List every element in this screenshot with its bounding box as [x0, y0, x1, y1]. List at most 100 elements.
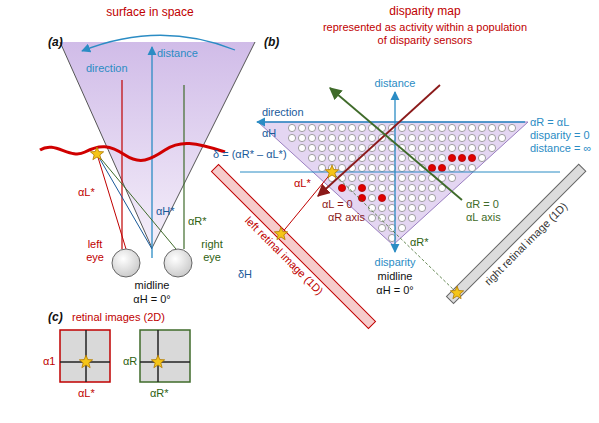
disparity-sensor — [378, 184, 385, 191]
disparity-sensor — [428, 164, 435, 171]
disparity-sensor — [428, 154, 435, 161]
panel-title: retinal images (2D) — [72, 311, 165, 324]
disparity-sensor — [438, 164, 445, 171]
angle-label: αL* — [78, 186, 95, 199]
disparity-sensor — [478, 144, 485, 151]
angle-label: α1 — [43, 355, 55, 368]
disparity-sensor — [308, 144, 315, 151]
disparity-sensor — [318, 144, 325, 151]
disparity-sensor — [488, 134, 495, 141]
disparity-sensor — [468, 134, 475, 141]
axis-label: direction — [86, 62, 128, 75]
disparity-sensor — [398, 204, 405, 211]
disparity-sensor — [458, 134, 465, 141]
angle-label: αR* — [410, 236, 429, 249]
disparity-sensor — [378, 224, 385, 231]
disparity-sensor — [288, 124, 295, 131]
disparity-sensor — [328, 124, 335, 131]
disparity-sensor — [448, 134, 455, 141]
wedge-edge — [60, 42, 152, 248]
angle-label: αR — [123, 355, 137, 368]
disparity-sensor — [308, 124, 315, 131]
point-star — [79, 355, 92, 368]
disparity-sensor — [468, 124, 475, 131]
disparity-sensor — [378, 154, 385, 161]
disparity-sensor — [418, 174, 425, 181]
axis-note: disparity = 0 — [530, 129, 590, 142]
disparity-sensor — [348, 124, 355, 131]
point-star — [151, 355, 164, 368]
disparity-sensor — [408, 164, 415, 171]
axis-label: αL axis — [466, 211, 501, 224]
disparity-sensor — [428, 194, 435, 201]
disparity-sensor — [398, 134, 405, 141]
axis-label: distance — [157, 47, 198, 60]
disparity-sensor — [458, 124, 465, 131]
disparity-sensor — [358, 124, 365, 131]
disparity-sensor — [408, 204, 415, 211]
left-eye — [112, 249, 140, 277]
disparity-sensor — [408, 184, 415, 191]
disparity-sensor — [478, 124, 485, 131]
disparity-sensor — [338, 134, 345, 141]
disparity-sensor — [378, 174, 385, 181]
disparity-sensor — [338, 124, 345, 131]
disparity-sensor — [438, 144, 445, 151]
disparity-sensor — [488, 144, 495, 151]
right-eye — [164, 249, 192, 277]
disparity-sensor — [378, 144, 385, 151]
disparity-sensor — [348, 154, 355, 161]
disparity-sensor — [418, 134, 425, 141]
direction-axis — [257, 121, 525, 122]
disparity-sensor — [408, 144, 415, 151]
disparity-sensor — [478, 154, 485, 161]
disparity-sensor — [458, 164, 465, 171]
disparity-formula: δ = (αR* – αL*) — [213, 148, 287, 161]
disparity-sensor — [328, 134, 335, 141]
disparity-sensor — [448, 154, 455, 161]
disparity-sensor — [478, 134, 485, 141]
disparity-sensor — [378, 194, 385, 201]
disparity-sensor — [318, 164, 325, 171]
midline-label: αH = 0° — [376, 284, 413, 297]
disparity-sensor — [418, 204, 425, 211]
disparity-sensor — [448, 124, 455, 131]
disparity-sensor — [308, 134, 315, 141]
point-star — [325, 165, 338, 178]
axis-note: distance = ∞ — [530, 142, 591, 155]
disparity-sensor — [338, 184, 345, 191]
disparity-sensor — [488, 124, 495, 131]
axis-label: δH — [238, 268, 252, 281]
projection-line — [332, 172, 457, 293]
disparity-sensor — [368, 174, 375, 181]
disparity-sensor — [438, 134, 445, 141]
disparity-sensor — [378, 204, 385, 211]
disparity-sensor — [458, 154, 465, 161]
disparity-sensor — [318, 124, 325, 131]
disparity-sensor — [438, 124, 445, 131]
right-retina-box — [140, 330, 190, 382]
disparity-sensor — [358, 184, 365, 191]
disparity-sensor — [508, 124, 515, 131]
point-star — [90, 147, 103, 160]
angle-label: αL* — [294, 177, 311, 190]
eye-label: left eye — [80, 238, 110, 264]
disparity-sensor — [458, 144, 465, 151]
panel-subtitle: represented as activity within a populat… — [320, 21, 530, 47]
midline-label: midline — [378, 270, 413, 283]
disparity-sensor — [288, 134, 295, 141]
alpha-r-axis — [318, 85, 440, 196]
disparity-sensor — [398, 154, 405, 161]
left-eye-axis — [121, 80, 122, 249]
disparity-line — [240, 172, 560, 173]
axis-label: direction — [262, 106, 304, 119]
axis-label: αR = 0 — [466, 198, 499, 211]
point-star — [274, 227, 287, 240]
disparity-sensor — [358, 174, 365, 181]
axis-label: disparity — [375, 256, 416, 269]
panel-label: (b) — [264, 36, 279, 49]
disparity-sensor — [348, 184, 355, 191]
disparity-sensor — [408, 174, 415, 181]
panel-title: disparity map — [389, 5, 460, 18]
